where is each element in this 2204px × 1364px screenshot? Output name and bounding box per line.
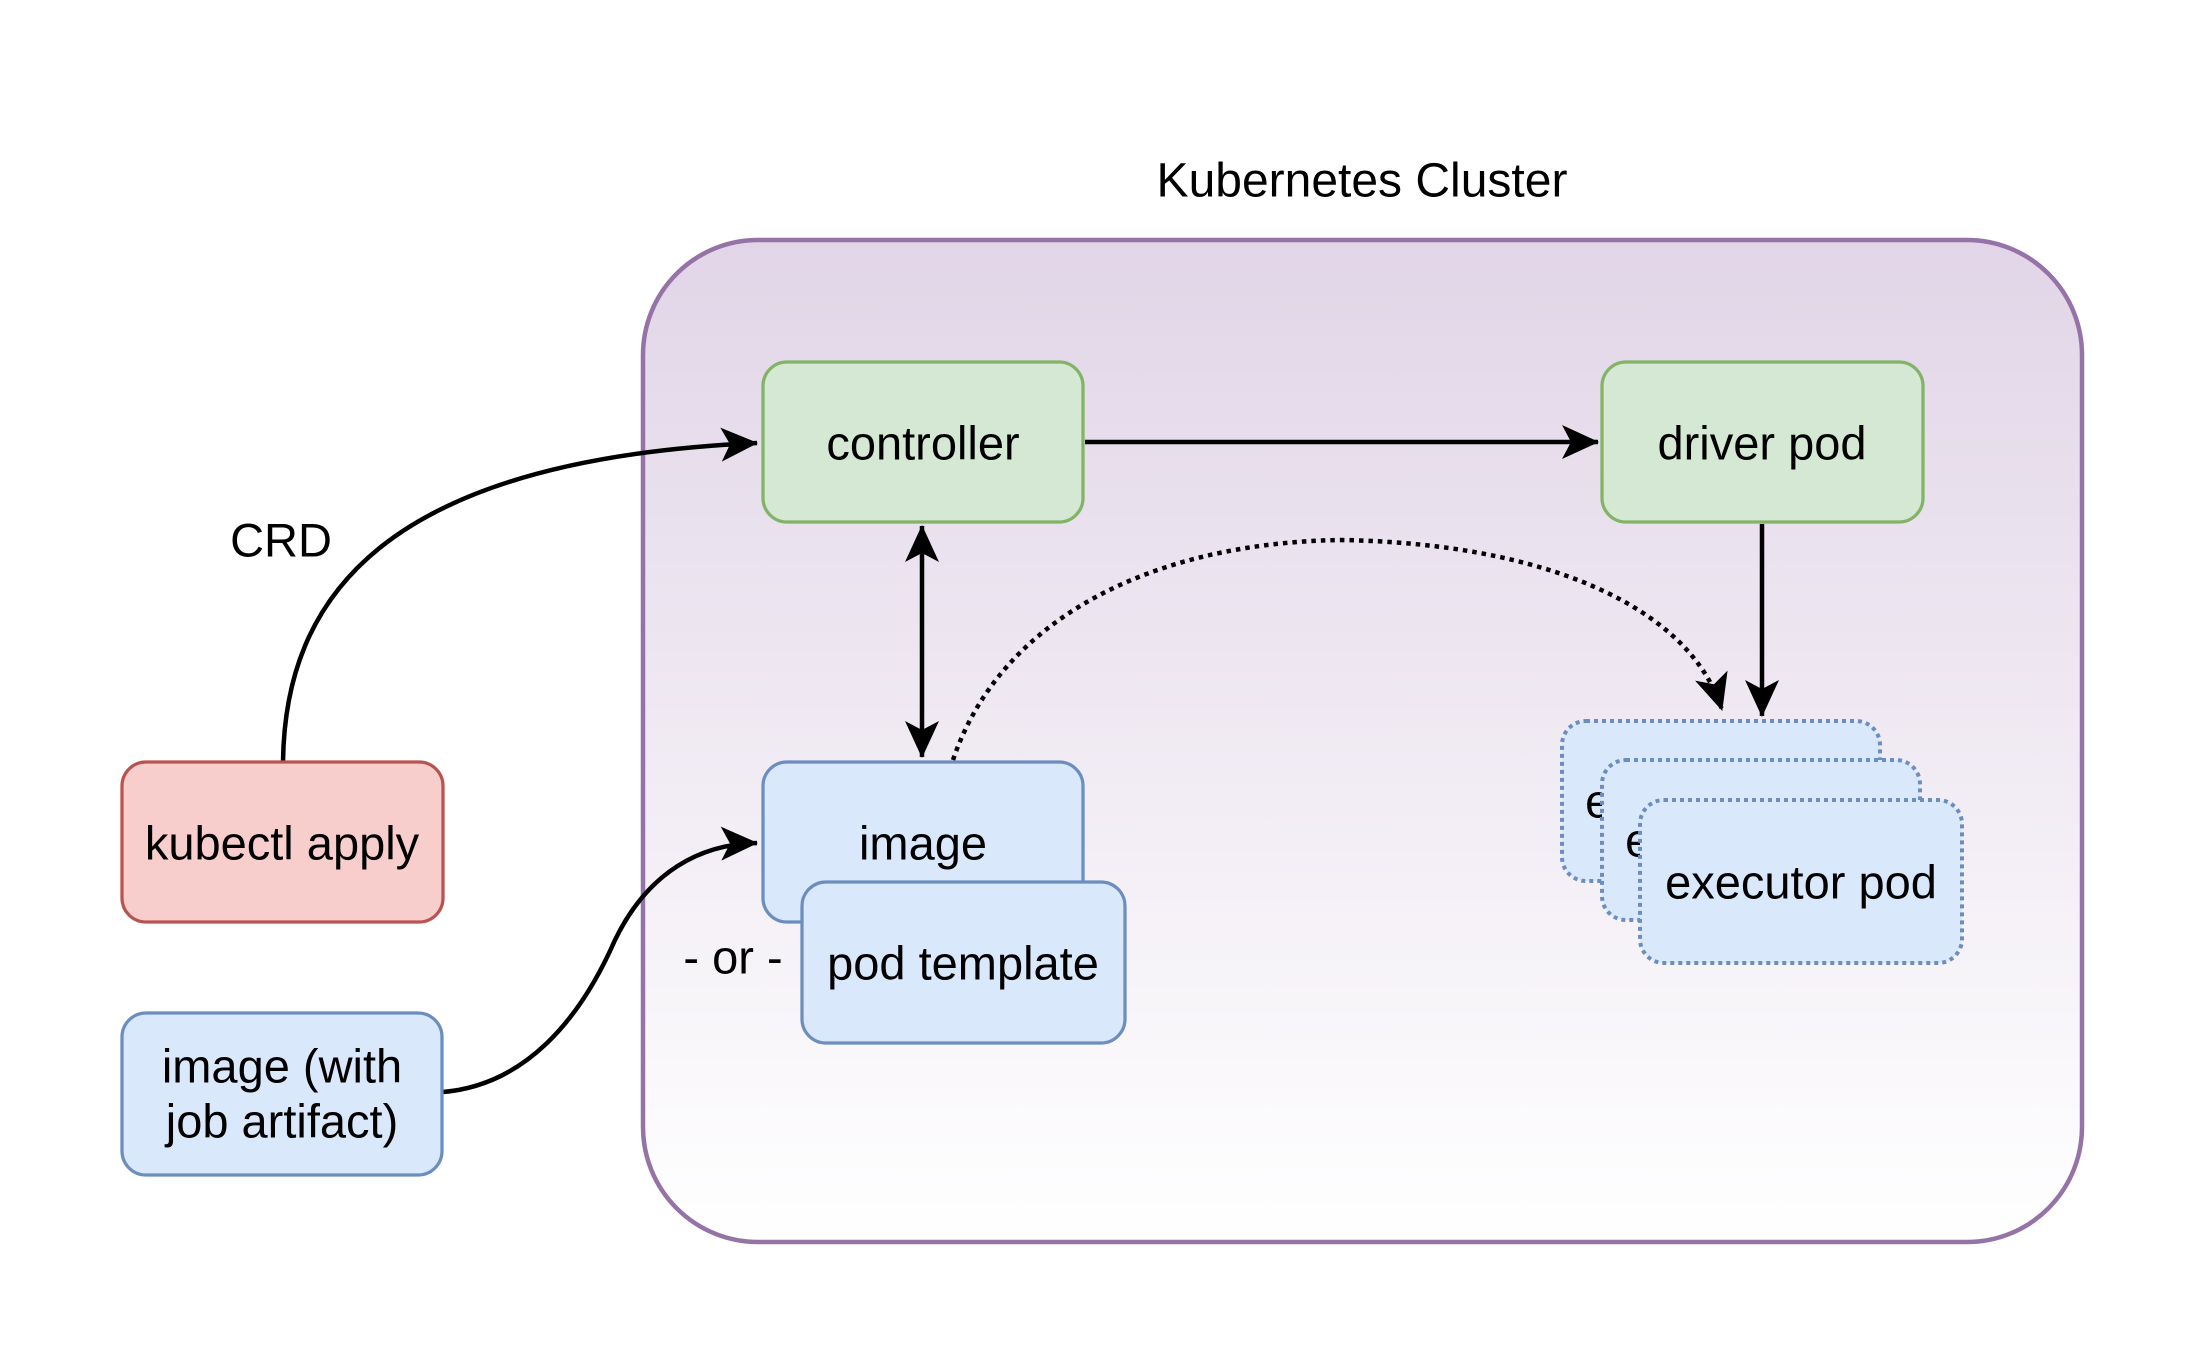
edge-image-to-executors-dotted bbox=[950, 537, 1728, 761]
pod-template-label: pod template bbox=[827, 937, 1099, 990]
image-with-job-artifact-label-line2: job artifact) bbox=[164, 1095, 398, 1148]
node-driver-pod: driver pod bbox=[1600, 360, 1925, 524]
image-with-job-artifact-label-line1: image (with bbox=[162, 1040, 402, 1093]
driver-pod-label: driver pod bbox=[1658, 417, 1867, 470]
node-controller: controller bbox=[761, 360, 1085, 524]
image-label: image bbox=[859, 817, 987, 870]
node-image-with-job-artifact: image (with job artifact) bbox=[120, 1011, 444, 1177]
node-pod-template: pod template bbox=[800, 880, 1127, 1045]
node-executor-pod-front: executor pod bbox=[1638, 798, 1964, 965]
executor-pod-front-label: executor pod bbox=[1665, 856, 1937, 909]
controller-label: controller bbox=[826, 417, 1019, 470]
cluster-title: Kubernetes Cluster bbox=[1157, 155, 1568, 208]
edge-crd-kubectl-to-controller bbox=[280, 427, 758, 763]
or-label: - or - bbox=[683, 931, 782, 984]
edge-artifact-image-to-image bbox=[442, 826, 758, 1095]
crd-label: CRD bbox=[230, 514, 332, 567]
node-executor-pod-stack: executor pod executor pod executor pod bbox=[1560, 719, 1964, 965]
kubectl-apply-label: kubectl apply bbox=[145, 817, 420, 870]
node-kubectl-apply: kubectl apply bbox=[120, 760, 445, 924]
